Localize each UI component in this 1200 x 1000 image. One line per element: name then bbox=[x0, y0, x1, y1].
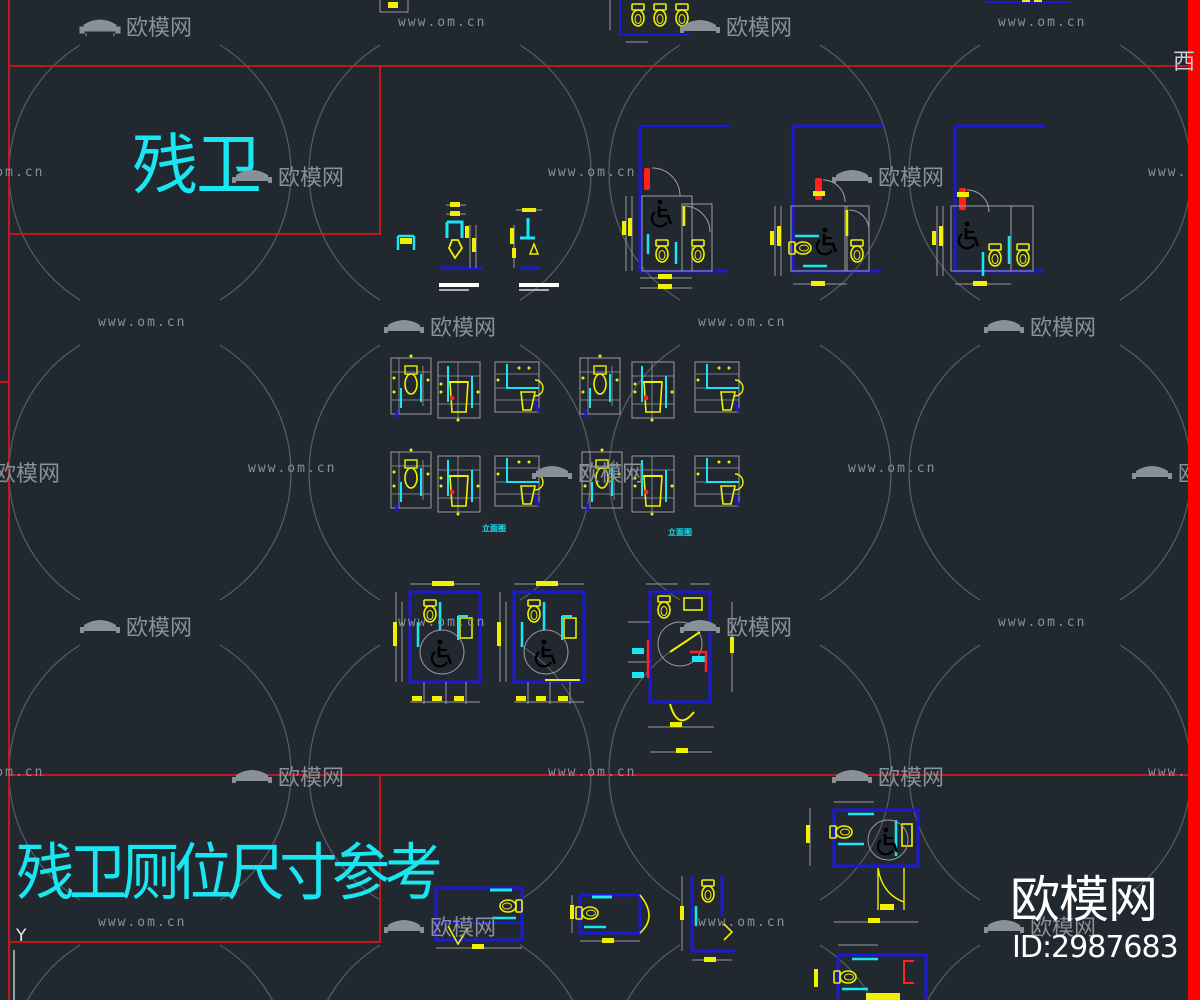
sofa-icon bbox=[1132, 466, 1172, 479]
top-partial-drawings bbox=[379, 0, 1070, 43]
watermark-url: www.om.cn bbox=[98, 915, 187, 930]
watermark-url: www.om.cn bbox=[98, 315, 187, 330]
row2-elevations bbox=[389, 353, 745, 517]
watermark-logo: 欧模网 bbox=[982, 310, 1096, 342]
watermark-url: www.om.cn bbox=[0, 165, 45, 180]
edge-label: 西 bbox=[1173, 50, 1196, 75]
watermark-url: www.om.cn bbox=[848, 461, 937, 476]
elevation-label-1: 立面图 bbox=[482, 524, 506, 533]
watermark-logo: 欧模网 bbox=[382, 910, 496, 942]
watermark-logo: 欧模网 bbox=[230, 760, 344, 792]
watermark-url: www.om.cn bbox=[698, 315, 787, 330]
watermark-logo: 欧模网 bbox=[830, 760, 944, 792]
watermark-logo: 欧模网 bbox=[982, 910, 1096, 942]
watermark-logo: 欧模网 bbox=[78, 10, 192, 42]
watermark-url: www.om.cn bbox=[248, 461, 337, 476]
sofa-icon bbox=[984, 320, 1024, 333]
section-title-stall-dimensions: 残卫厕位尺寸参考 bbox=[16, 836, 443, 909]
red-edge-bar bbox=[1188, 0, 1200, 1000]
row3-rooms bbox=[393, 581, 734, 753]
watermark-url: www.om.cn bbox=[398, 15, 487, 30]
watermark-logo: 欧模网 bbox=[530, 456, 644, 488]
sofa-icon bbox=[384, 320, 424, 333]
section-title-accessible-toilet: 残卫 bbox=[132, 127, 262, 204]
watermark-url: www.om.cn bbox=[548, 765, 637, 780]
sofa-icon bbox=[232, 170, 272, 183]
elevation-label-2: 立面图 bbox=[668, 528, 692, 537]
watermark-url: www.om.cn bbox=[548, 165, 637, 180]
watermark-url: www.om.cn bbox=[698, 915, 787, 930]
sofa-icon bbox=[532, 466, 572, 479]
sofa-icon bbox=[384, 920, 424, 933]
watermark-logo: 欧模网 bbox=[78, 610, 192, 642]
watermark-url: www.om.cn bbox=[1148, 165, 1200, 180]
watermark-url: www.om.cn bbox=[998, 15, 1087, 30]
watermark-logo: 欧模网 bbox=[0, 462, 61, 487]
watermark-url: www.om.cn bbox=[1148, 765, 1200, 780]
sofa-icon bbox=[232, 770, 272, 783]
y-axis-label: Y bbox=[16, 926, 27, 946]
watermark-logo: 欧模网 bbox=[678, 10, 792, 42]
sofa-icon bbox=[832, 170, 872, 183]
watermark-url: www.om.cn bbox=[0, 765, 45, 780]
brand-name: 欧模网 bbox=[1010, 871, 1158, 929]
brand-id: ID:2987683 bbox=[1012, 930, 1179, 965]
sofa-icon bbox=[80, 620, 120, 633]
watermark-logo: 欧模网 bbox=[230, 160, 344, 192]
sofa-icon bbox=[79, 19, 121, 36]
watermark-url: www.om.cn bbox=[398, 615, 487, 630]
row1-drawings bbox=[396, 124, 1045, 291]
sofa-icon bbox=[680, 620, 720, 633]
watermark-arcs bbox=[8, 0, 1192, 1000]
watermark-logo: 欧模网 bbox=[382, 310, 496, 342]
row4-drawings bbox=[434, 801, 928, 1000]
sofa-icon bbox=[984, 920, 1024, 933]
sofa-icon bbox=[680, 20, 720, 33]
watermark-logo: 欧模网 bbox=[830, 160, 944, 192]
sofa-icon bbox=[832, 770, 872, 783]
watermark-url: www.om.cn bbox=[998, 615, 1087, 630]
watermark-logo: 欧模网 bbox=[678, 610, 792, 642]
